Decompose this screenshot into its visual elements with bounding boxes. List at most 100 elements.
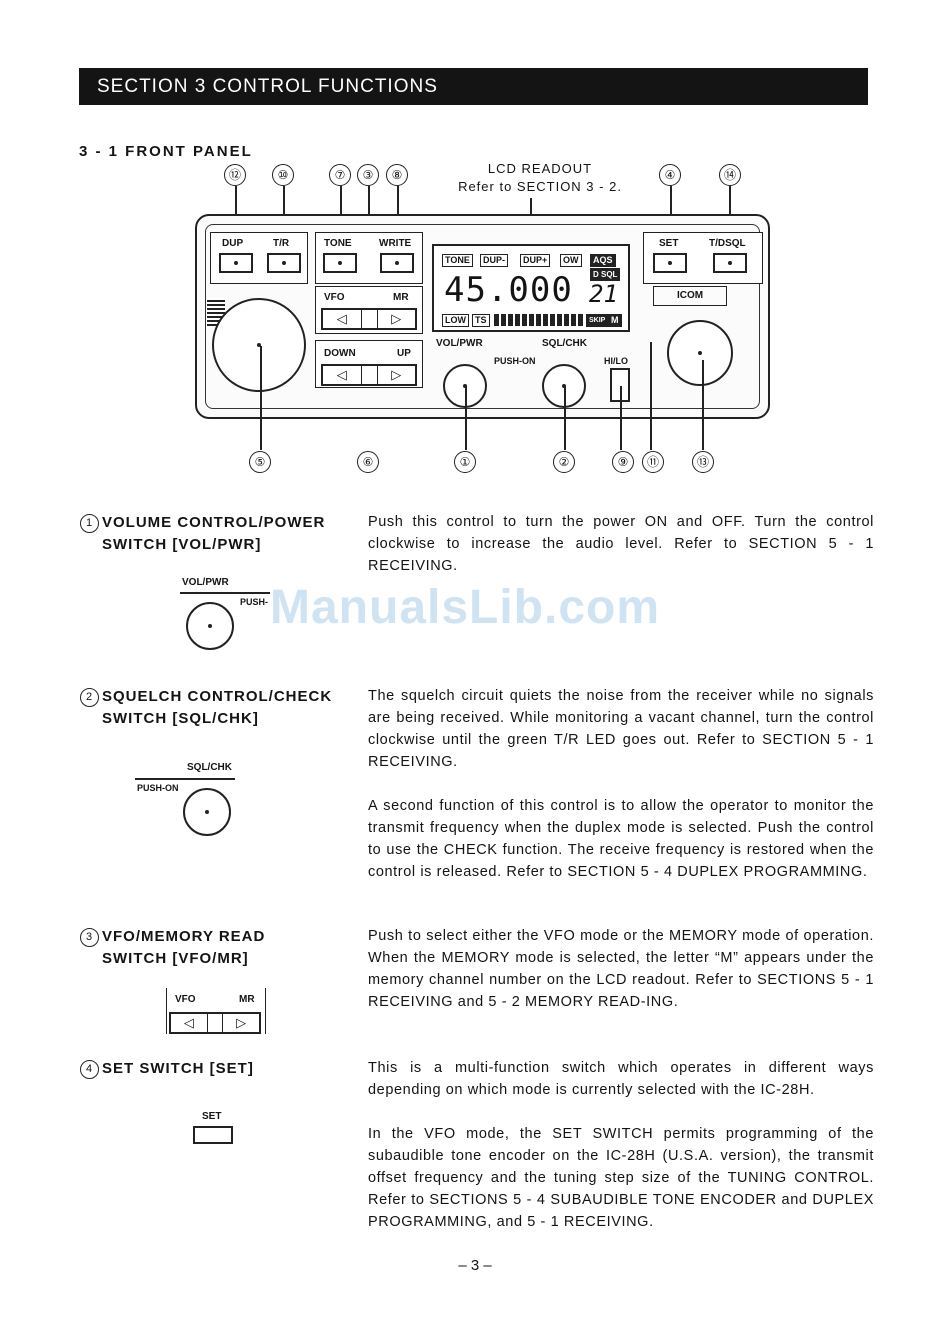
lcd-readout-callout: LCD READOUT Refer to SECTION 3 - 2.: [440, 160, 640, 196]
callout-10: ⑩: [272, 164, 294, 186]
icom-brand-text: ICOM: [676, 290, 704, 301]
up-label: UP: [397, 348, 411, 359]
item-1-paragraph: Push this control to turn the power ON a…: [368, 514, 874, 574]
lcd-low-indicator: LOW: [442, 314, 469, 327]
microphone-connector[interactable]: [667, 320, 733, 386]
vfo-right-arrow-icon[interactable]: ▷: [391, 311, 402, 326]
lcd-ts-indicator: TS: [472, 314, 490, 327]
tr-button[interactable]: [267, 253, 301, 273]
callout-7: ⑦: [329, 164, 351, 186]
callout-9: ⑨: [612, 451, 634, 473]
item-2-title: SQUELCH CONTROL/CHECK: [102, 688, 333, 705]
lcd-skip-indicator: SKIP: [586, 314, 609, 327]
watermark: ManualsLib.com: [270, 581, 661, 634]
lcd-ow-indicator: OW: [560, 254, 582, 267]
leader-line: [650, 342, 652, 450]
lcd-aqs-indicator: AQS: [590, 254, 616, 267]
item-1-title-line2: SWITCH [VOL/PWR]: [102, 536, 262, 553]
item-2-description: The squelch circuit quiets the noise fro…: [368, 685, 874, 883]
item-3-paragraph: Push to select either the VFO mode or th…: [368, 928, 874, 1010]
item-3-title: VFO/MEMORY READ: [102, 928, 266, 945]
tr-key-label: T/R: [273, 238, 290, 249]
icom-logo: ICOM: [653, 286, 727, 306]
figure-left-arrow-icon: ◁: [171, 1014, 208, 1032]
down-label: DOWN: [324, 348, 356, 359]
item-1-figure-label: VOL/PWR: [182, 577, 229, 588]
section-title: SECTION 3 CONTROL FUNCTIONS: [97, 76, 438, 97]
leader-line: [702, 360, 704, 450]
front-panel-inner: [205, 224, 760, 409]
item-1-title: VOLUME CONTROL/POWER: [102, 514, 326, 531]
callout-2: ②: [553, 451, 575, 473]
tdsql-button[interactable]: [713, 253, 747, 273]
vfo-mr-figure-rocker: ◁ ▷: [169, 1012, 261, 1034]
vol-pwr-label: VOL/PWR: [436, 338, 483, 349]
callout-4: ④: [659, 164, 681, 186]
tone-button[interactable]: [323, 253, 357, 273]
item-4-figure-label: SET: [202, 1111, 222, 1122]
leader-line: [260, 346, 262, 450]
item-2-paragraph-2: A second function of this control is to …: [368, 798, 874, 880]
item-3-figure-label: VFO: [175, 994, 196, 1005]
down-arrow-icon[interactable]: ◁: [323, 366, 362, 384]
item-3-title-line2: SWITCH [VFO/MR]: [102, 950, 249, 967]
lcd-readout: TONE DUP- DUP+ OW AQS D SQL 45.000 21 LO…: [432, 244, 630, 332]
item-2-paragraph-1: The squelch circuit quiets the noise fro…: [368, 688, 874, 770]
item-2-title-line2: SWITCH [SQL/CHK]: [102, 710, 259, 727]
subheading: 3 - 1 FRONT PANEL: [79, 143, 253, 160]
lcd-memory-indicator: M: [608, 314, 622, 327]
vfo-mr-group: [315, 286, 423, 334]
vfo-mr-center: [362, 310, 378, 328]
item-1-figure-label-2: PUSH-: [240, 597, 269, 607]
callout-1: ①: [454, 451, 476, 473]
vfo-left-arrow-icon[interactable]: ◁: [323, 310, 362, 328]
lcd-readout-reference: Refer to SECTION 3 - 2.: [458, 179, 622, 194]
vfo-mr-rocker[interactable]: ◁ ▷: [321, 308, 417, 330]
item-4-number: 4: [80, 1060, 99, 1079]
item-3-number: 3: [80, 928, 99, 947]
lcd-readout-label: LCD READOUT: [487, 161, 593, 176]
lcd-dsql-indicator: D SQL: [590, 268, 621, 281]
callout-12: ⑫: [224, 164, 246, 186]
item-3-figure-label-2: MR: [239, 994, 255, 1005]
page-number: – 3 –: [458, 1257, 492, 1274]
sql-chk-label: SQL/CHK: [542, 338, 587, 349]
lcd-dup-plus-indicator: DUP+: [520, 254, 551, 267]
push-on-label: PUSH-ON: [494, 356, 536, 366]
item-4-paragraph-1: This is a multi-function switch which op…: [368, 1060, 874, 1098]
item-4-title: SET SWITCH [SET]: [102, 1060, 254, 1077]
item-1-description: Push this control to turn the power ON a…: [368, 511, 874, 577]
tdsql-key-label: T/DSQL: [709, 238, 746, 249]
up-arrow-icon[interactable]: ▷: [391, 367, 402, 382]
down-up-rocker[interactable]: ◁ ▷: [321, 364, 417, 386]
set-button-figure: [193, 1126, 233, 1144]
callout-6: ⑥: [357, 451, 379, 473]
tone-key-label: TONE: [324, 238, 352, 249]
write-button[interactable]: [380, 253, 414, 273]
hilo-label: HI/LO: [604, 356, 628, 366]
callout-8: ⑧: [386, 164, 408, 186]
figure-rule: [180, 592, 270, 594]
mr-label: MR: [393, 292, 409, 303]
callout-3: ③: [357, 164, 379, 186]
leader-line: [465, 386, 467, 450]
lcd-frequency: 45.000: [444, 270, 573, 310]
callout-11: ⑪: [642, 451, 664, 473]
lcd-signal-meter: [494, 314, 584, 326]
down-up-center: [362, 366, 378, 384]
lcd-channel-number: 21: [589, 280, 618, 308]
volume-knob-figure: [186, 602, 234, 650]
set-button[interactable]: [653, 253, 687, 273]
dup-button[interactable]: [219, 253, 253, 273]
vfo-mr-figure: VFO MR ◁ ▷: [166, 988, 266, 1034]
tuning-dial[interactable]: [212, 298, 306, 392]
figure-rocker-center: [208, 1014, 224, 1032]
lcd-dup-minus-indicator: DUP-: [480, 254, 508, 267]
lcd-tone-indicator: TONE: [442, 254, 473, 267]
item-1-number: 1: [80, 514, 99, 533]
item-3-description: Push to select either the VFO mode or th…: [368, 925, 874, 1013]
